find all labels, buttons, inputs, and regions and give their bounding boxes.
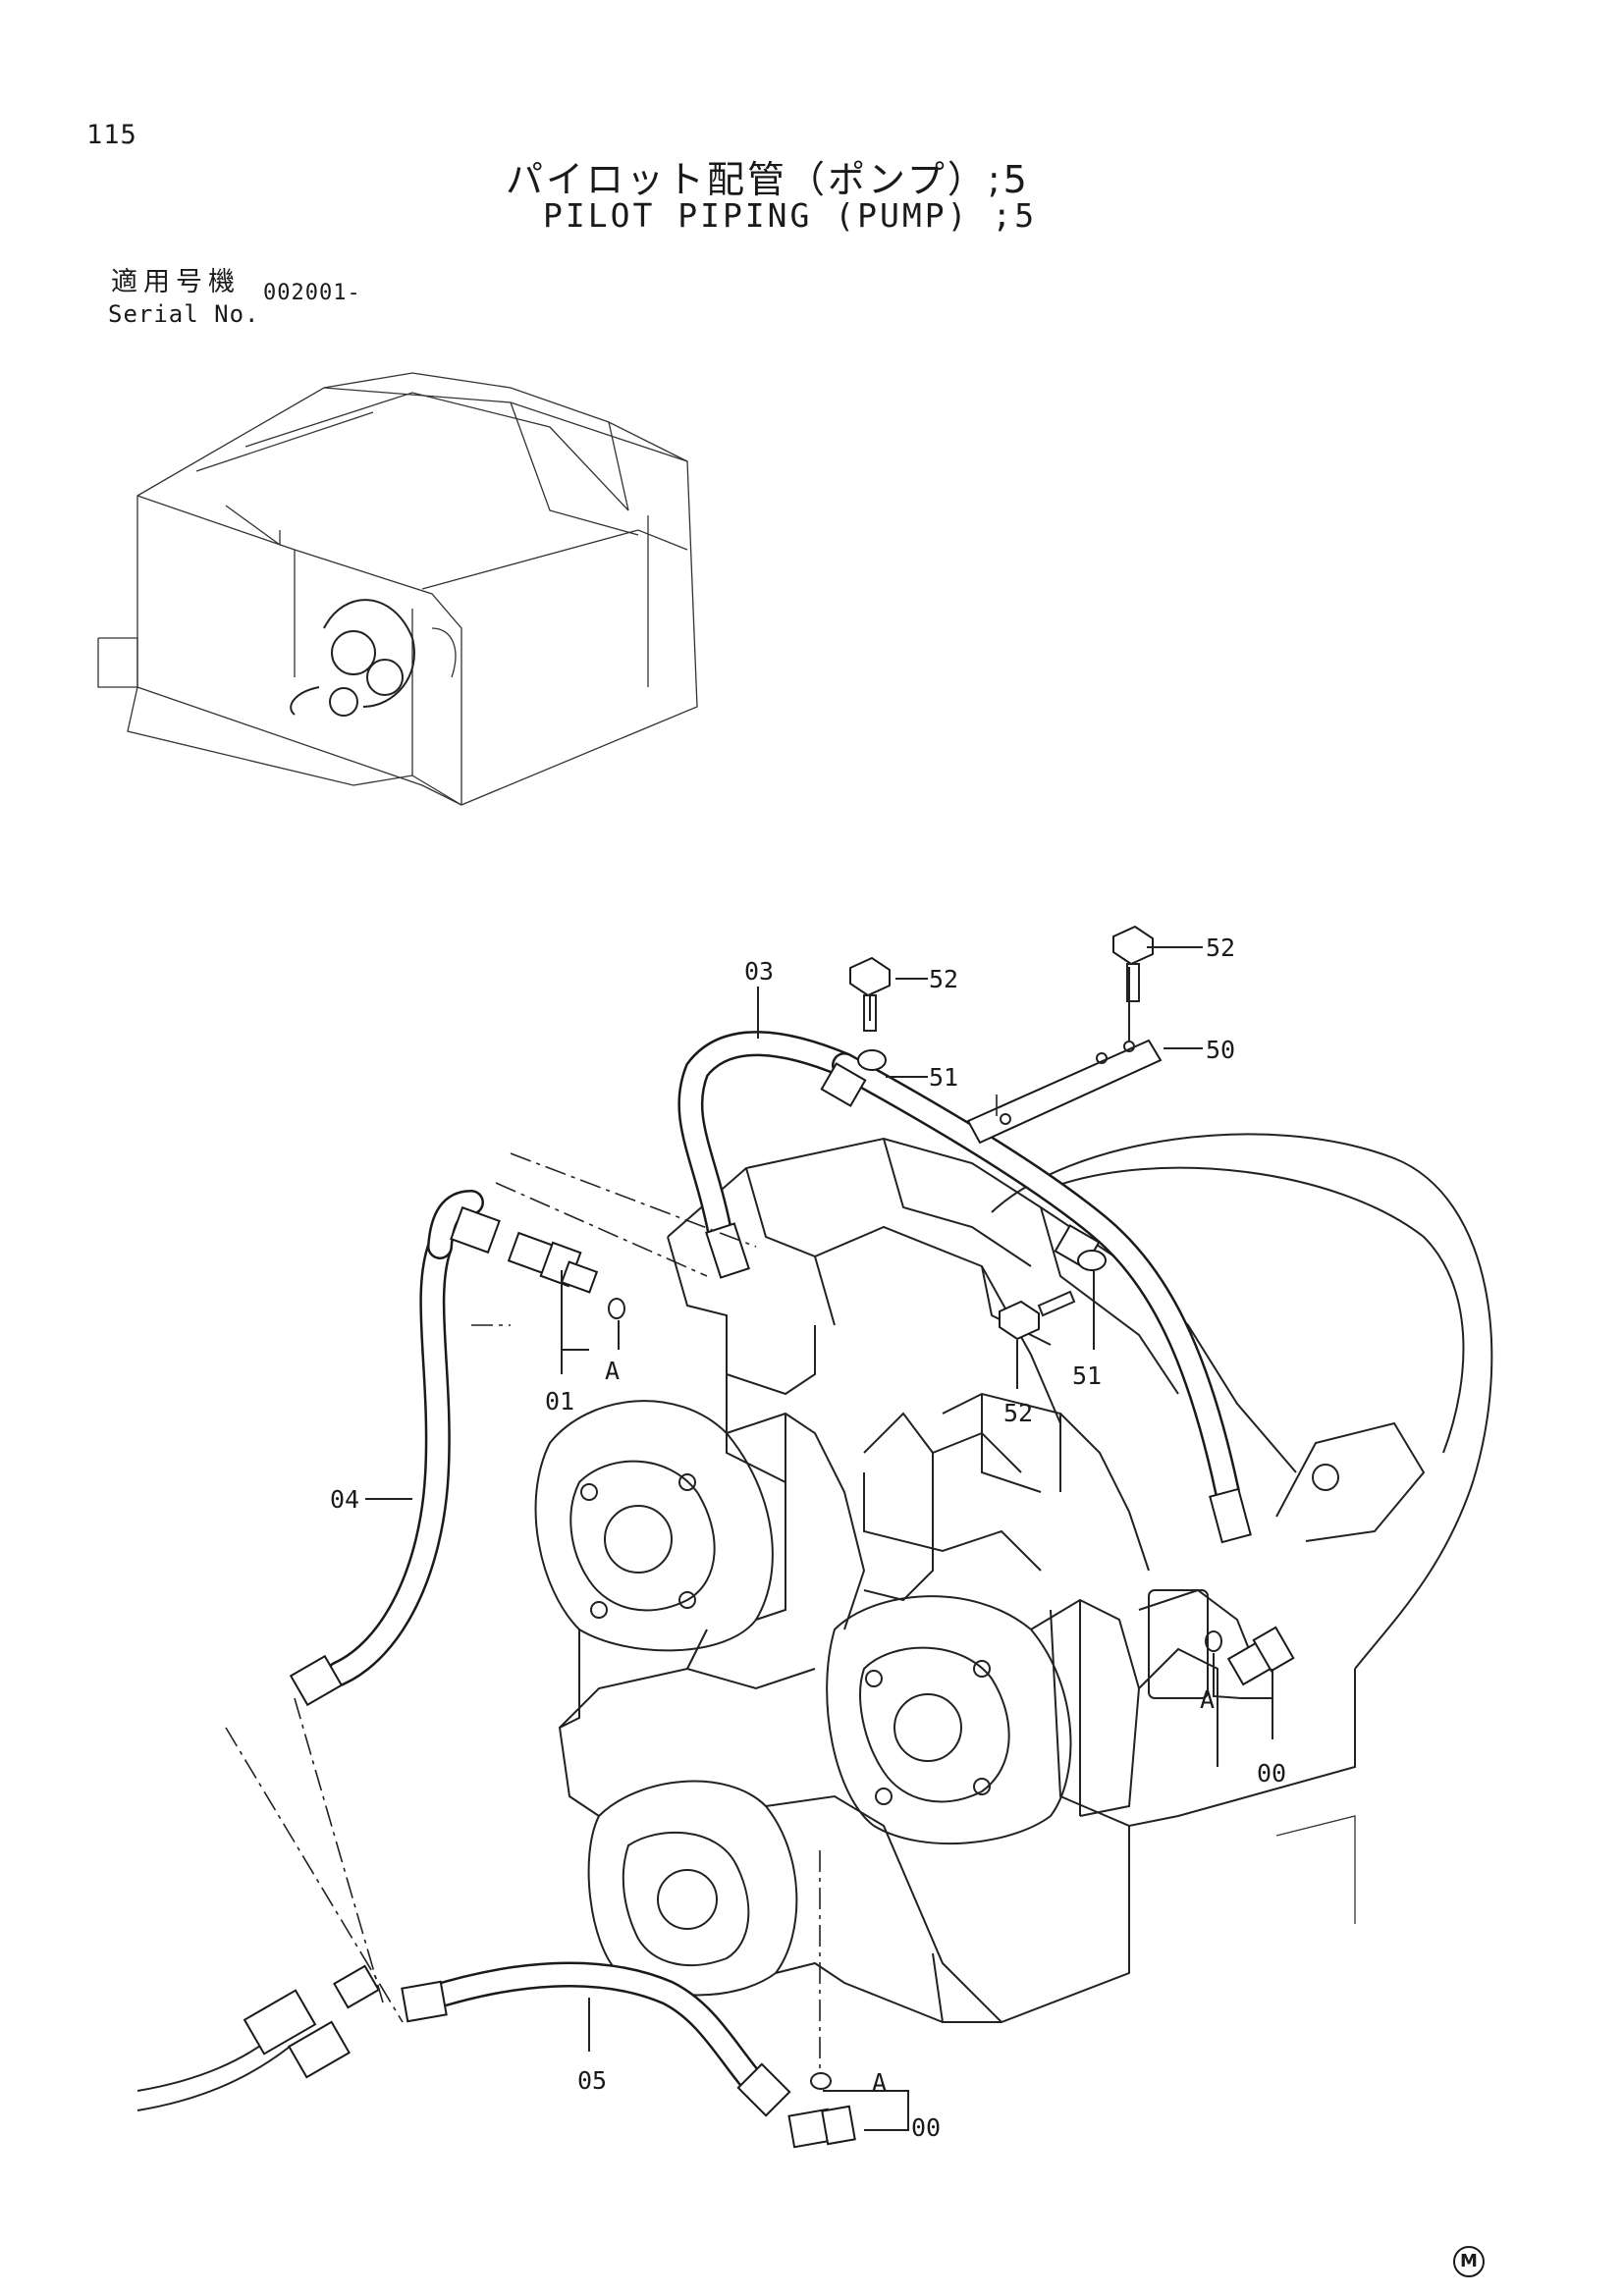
elbow-fitting-00-bottom: [787, 2072, 856, 2149]
bolt-52-top-right: [1112, 925, 1154, 1002]
callout-51-top: 51: [929, 1063, 958, 1092]
elbow-fitting-00-right: [1205, 1626, 1295, 1686]
callout-A-right: A: [1200, 1685, 1215, 1714]
callout-51-middle: 51: [1072, 1362, 1102, 1390]
hose-03: [677, 1031, 857, 1279]
page-title-english: PILOT PIPING (PUMP) ;5: [543, 196, 1038, 235]
callout-52-middle: 52: [1003, 1399, 1033, 1427]
page-number: 115: [86, 120, 137, 150]
callout-00-right: 00: [1257, 1759, 1286, 1788]
pump-assembly: [534, 1133, 1493, 2023]
callout-04: 04: [330, 1485, 359, 1514]
serial-number-value: 002001-: [263, 281, 361, 305]
callout-A-bottom: A: [872, 2068, 887, 2097]
machine-overview-illustration: [97, 372, 698, 806]
hose-04: [289, 1190, 501, 1707]
callout-01: 01: [545, 1387, 574, 1415]
callout-03: 03: [744, 957, 774, 986]
serial-label-japanese: 適用号機: [111, 267, 241, 297]
leader-lines: [225, 946, 1273, 2131]
bolt-52-middle: [999, 1290, 1076, 1341]
callout-52-top-right: 52: [1206, 934, 1235, 962]
callout-A-left: A: [605, 1357, 620, 1385]
footer-circled-m-mark: M: [1453, 2246, 1485, 2277]
clamp-51: [857, 1049, 1107, 1271]
hose-03-to-pump: [820, 1052, 1252, 1544]
callout-00-bottom: 00: [911, 2113, 941, 2142]
callout-50: 50: [1206, 1036, 1235, 1064]
callout-05: 05: [577, 2066, 607, 2095]
serial-label-english: Serial No.: [108, 300, 260, 328]
elbow-fitting-01: [507, 1231, 625, 1319]
hose-05: [401, 1961, 791, 2117]
callout-52-top-left: 52: [929, 965, 958, 993]
page-title-japanese: パイロット配管（ポンプ）;5: [506, 158, 1030, 201]
plate-50: [966, 1039, 1163, 1145]
callout-labels: 03 52 51 52 50 52 51 01 A 04 A 00 05 A 0…: [330, 934, 1286, 2142]
tee-fitting-bottom-left: [136, 1964, 380, 2111]
bolt-52-top-left: [849, 956, 891, 1032]
